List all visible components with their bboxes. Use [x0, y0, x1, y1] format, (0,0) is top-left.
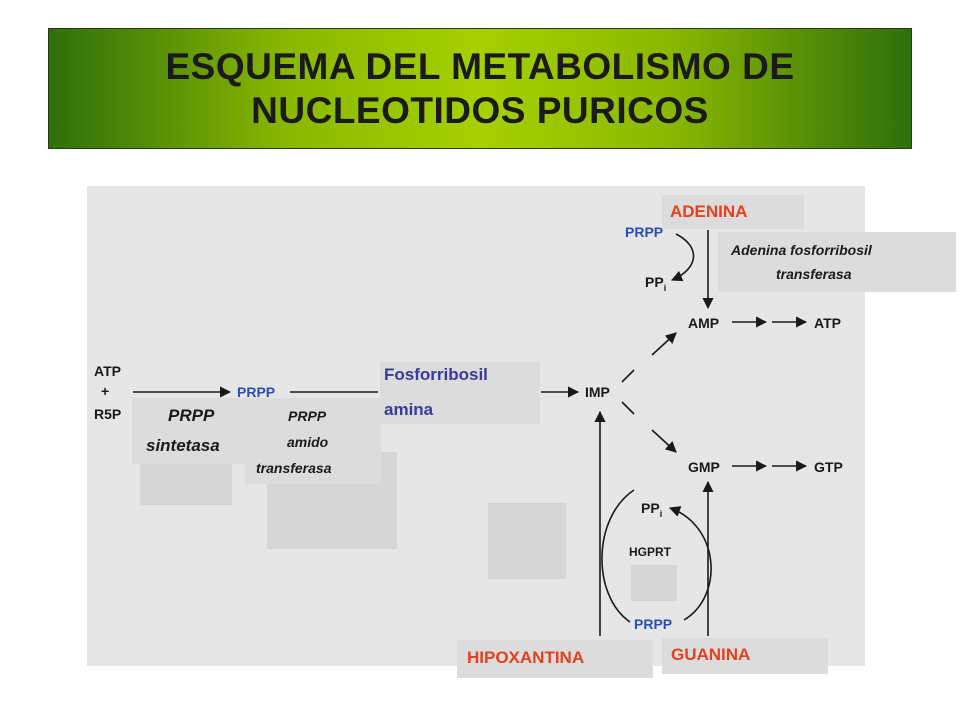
ppi-top-sub: i — [664, 283, 667, 293]
arrow-to-gmp — [651, 429, 677, 453]
hgprt-arc-right — [668, 506, 712, 621]
ppi-top: PPi — [645, 274, 666, 293]
atp-right: ATP — [814, 315, 841, 331]
guanina-label: GUANINA — [671, 645, 751, 664]
prpp-bottom: PRPP — [634, 616, 672, 632]
gmp: GMP — [688, 459, 720, 475]
prpp-amido-box — [245, 398, 381, 484]
title-line-1: ESQUEMA DEL METABOLISMO DE — [165, 45, 795, 87]
adenina-label: ADENINA — [670, 202, 748, 221]
fosforribosil-label-1: Fosforribosil — [384, 365, 488, 384]
fosforribosil-box — [380, 362, 540, 424]
ppi-bottom-base: PP — [641, 500, 660, 516]
prpp-amido-label-1: PRPP — [288, 408, 327, 424]
shade-block — [140, 464, 232, 505]
arrow-to-amp — [651, 332, 677, 356]
title-banner: ESQUEMA DEL METABOLISMO DE NUCLEOTIDOS P… — [48, 28, 912, 149]
shade-block — [631, 565, 677, 601]
prpp-top: PRPP — [625, 224, 663, 240]
adenina-enzyme-label-2: transferasa — [776, 266, 852, 282]
fosforribosil-label-2: amina — [384, 400, 434, 419]
prpp-mid: PRPP — [237, 384, 275, 400]
branch-gmp-dash — [621, 401, 635, 415]
prpp-sintetasa-box — [132, 398, 248, 464]
r5p: R5P — [94, 406, 121, 422]
ppi-bottom: PPi — [641, 500, 662, 519]
guanina-box — [662, 638, 828, 674]
ppi-bottom-sub: i — [660, 509, 663, 519]
branch-amp-dash — [621, 369, 635, 383]
amp: AMP — [688, 315, 719, 331]
gtp: GTP — [814, 459, 843, 475]
imp: IMP — [585, 384, 610, 400]
prpp-sintetasa-label-1: PRPP — [168, 406, 215, 425]
title-line-2: NUCLEOTIDOS PURICOS — [251, 89, 709, 131]
prpp-amido-label-2: amido — [287, 434, 329, 450]
prpp-amido-label-3: transferasa — [256, 460, 332, 476]
ppi-top-base: PP — [645, 274, 664, 290]
adenina-enzyme-label-1: Adenina fosforribosil — [731, 242, 872, 258]
arc-prpp-to-ppi-top — [670, 233, 695, 282]
shade-block — [488, 503, 566, 579]
adenina-box — [662, 195, 804, 229]
plus-sign: + — [101, 383, 109, 399]
hgprt-label: HGPRT — [629, 545, 672, 559]
hipoxantina-label: HIPOXANTINA — [467, 648, 585, 667]
hgprt-arc-left — [601, 489, 635, 623]
atp-left: ATP — [94, 363, 121, 379]
hipoxantina-box — [457, 640, 653, 678]
adenina-enzyme-box — [718, 232, 956, 292]
prpp-sintetasa-label-2: sintetasa — [146, 436, 220, 455]
